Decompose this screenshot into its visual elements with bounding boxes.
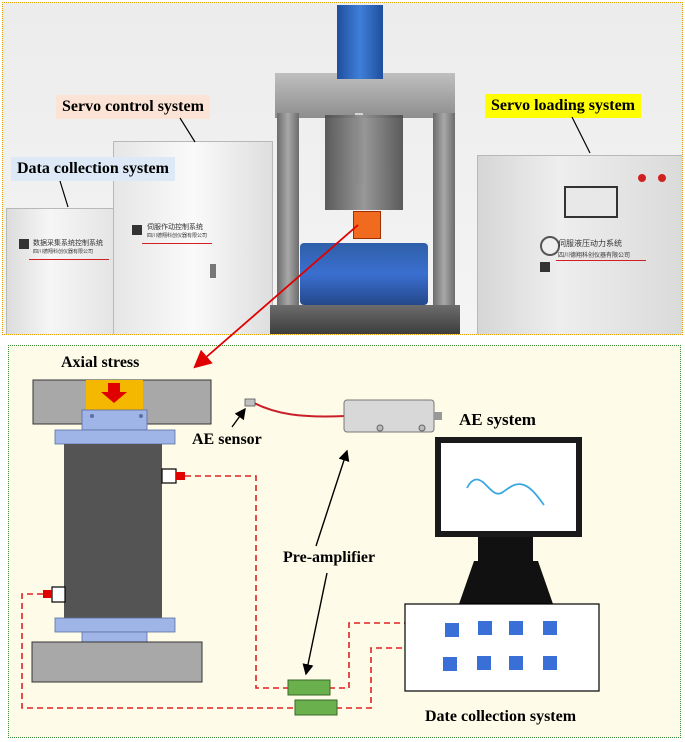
cable [336,647,405,709]
lower-platen [81,631,148,643]
lower-chamber [300,243,428,305]
collection-key [509,656,523,670]
sensor-cable-photo [251,401,346,418]
cabinet-title-cn: 伺服作动控制系统 [147,224,203,231]
indicator-lamp [658,174,666,182]
pre-amplifier-box [287,679,331,696]
monitor-stand [459,561,553,604]
cabinet-red-stripe [29,259,109,260]
collection-key [509,621,523,635]
collection-key [445,623,459,637]
actuator [337,5,383,79]
pre-amplifier-box [294,699,338,716]
upper-chamber [325,115,403,210]
cable [185,475,288,689]
connector [376,424,384,432]
servo-control-label: Servo control system [56,95,210,119]
frame-top-beam [275,73,455,118]
date-collection-label: Date collection system [425,708,577,725]
frame-column-left [277,113,299,333]
platen-bolt [139,414,143,418]
link-arrow [193,224,359,369]
lower-platen-flange [54,617,176,633]
date-collection-box [404,603,600,692]
leader-line [179,117,196,143]
ae-waveform [466,478,545,506]
specimen [64,444,162,618]
upper-platen-flange [54,429,176,445]
cabinet-logo [132,225,142,235]
monitor-neck [478,537,533,561]
platen-bolt [90,414,94,418]
collection-key [543,656,557,670]
loading-frame [265,5,465,334]
cabinet-red-stripe [142,243,212,244]
cabinet-title-cn: 伺服液压动力系统 [558,239,622,248]
control-display [564,186,618,218]
sensor-probe-photo [244,398,256,407]
test-rig-photo: 数据采集系统控制系统 四川德翔科创仪器有限公司 伺服作动控制系统 四川德翔科创仪… [2,2,683,335]
ae-sensor-left-tip [43,590,52,598]
cable [21,593,295,709]
connector [418,424,426,432]
lower-loading-block [31,641,203,683]
cabinet-red-stripe [556,260,646,261]
cabinet-logo [19,239,29,249]
ae-sensor-right-tip [176,472,185,480]
pre-amplifier-pointer-up [315,449,350,547]
servo-loading-cabinet: 伺服液压动力系统 四川德翔科创仪器有限公司 [477,155,682,334]
cable [329,622,405,689]
pressure-gauge [540,236,560,256]
frame-column-right [433,113,455,333]
cabinet-logo [540,262,550,272]
leader-line [59,180,69,208]
cabinet-company: 四川德翔科创仪器有限公司 [558,253,631,259]
leader-line [571,116,591,154]
collection-key [543,621,557,635]
ae-sensor-pointer [231,407,246,428]
data-collection-cabinet: 数据采集系统控制系统 四川德翔科创仪器有限公司 [6,208,116,334]
ae-sensor-right [161,468,177,484]
ae-system-label: AE system [459,410,536,429]
axial-load-arrow [101,383,127,403]
ae-sensor-left [51,586,66,603]
ae-sensor-label: AE sensor [192,431,262,448]
cabinet-company: 四川德翔科创仪器有限公司 [33,249,94,255]
pre-amplifier-label: Pre-amplifier [283,549,376,566]
collection-key [477,656,491,670]
axial-stress-label: Axial stress [61,354,140,371]
servo-loading-label: Servo loading system [485,94,641,118]
collection-key [478,621,492,635]
data-collection-label: Data collection system [11,157,175,181]
indicator-lamp [638,174,646,182]
collection-key [443,657,457,671]
cabinet-company: 四川德翔科创仪器有限公司 [147,233,208,239]
cabinet-handle [210,264,216,278]
photo-leader-lines [59,116,591,208]
cabinet-title-cn: 数据采集系统控制系统 [33,240,103,247]
frame-base [270,305,460,334]
connector [434,412,442,420]
upper-platen [81,409,148,431]
pre-amplifier-pointer-down [302,572,328,676]
ae-monitor-screen [441,443,576,531]
